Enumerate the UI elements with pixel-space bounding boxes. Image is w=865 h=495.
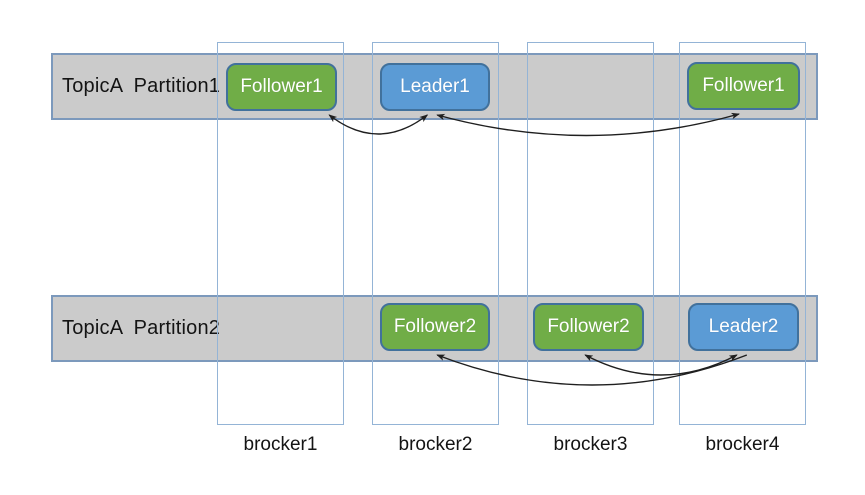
follower2-node-brocker2: Follower2 <box>380 303 490 351</box>
follower2-node-brocker3: Follower2 <box>533 303 644 351</box>
brocker2-column <box>372 42 499 425</box>
leader2-node-brocker4: Leader2 <box>688 303 799 351</box>
brocker4-label: brocker4 <box>705 434 780 455</box>
brocker1-column <box>217 42 344 425</box>
brocker3-label: brocker3 <box>553 434 628 455</box>
follower1-node-brocker1: Follower1 <box>226 63 337 111</box>
leader1-node-brocker2: Leader1 <box>380 63 490 111</box>
brocker2-label: brocker2 <box>398 434 473 455</box>
follower1-node-brocker4: Follower1 <box>687 62 800 110</box>
brocker1-label: brocker1 <box>243 434 318 455</box>
brocker3-column <box>527 42 654 425</box>
partition2-label: TopicA Partition2 <box>62 317 221 339</box>
brocker4-column <box>679 42 806 425</box>
partition1-label: TopicA Partition1 <box>62 75 221 97</box>
